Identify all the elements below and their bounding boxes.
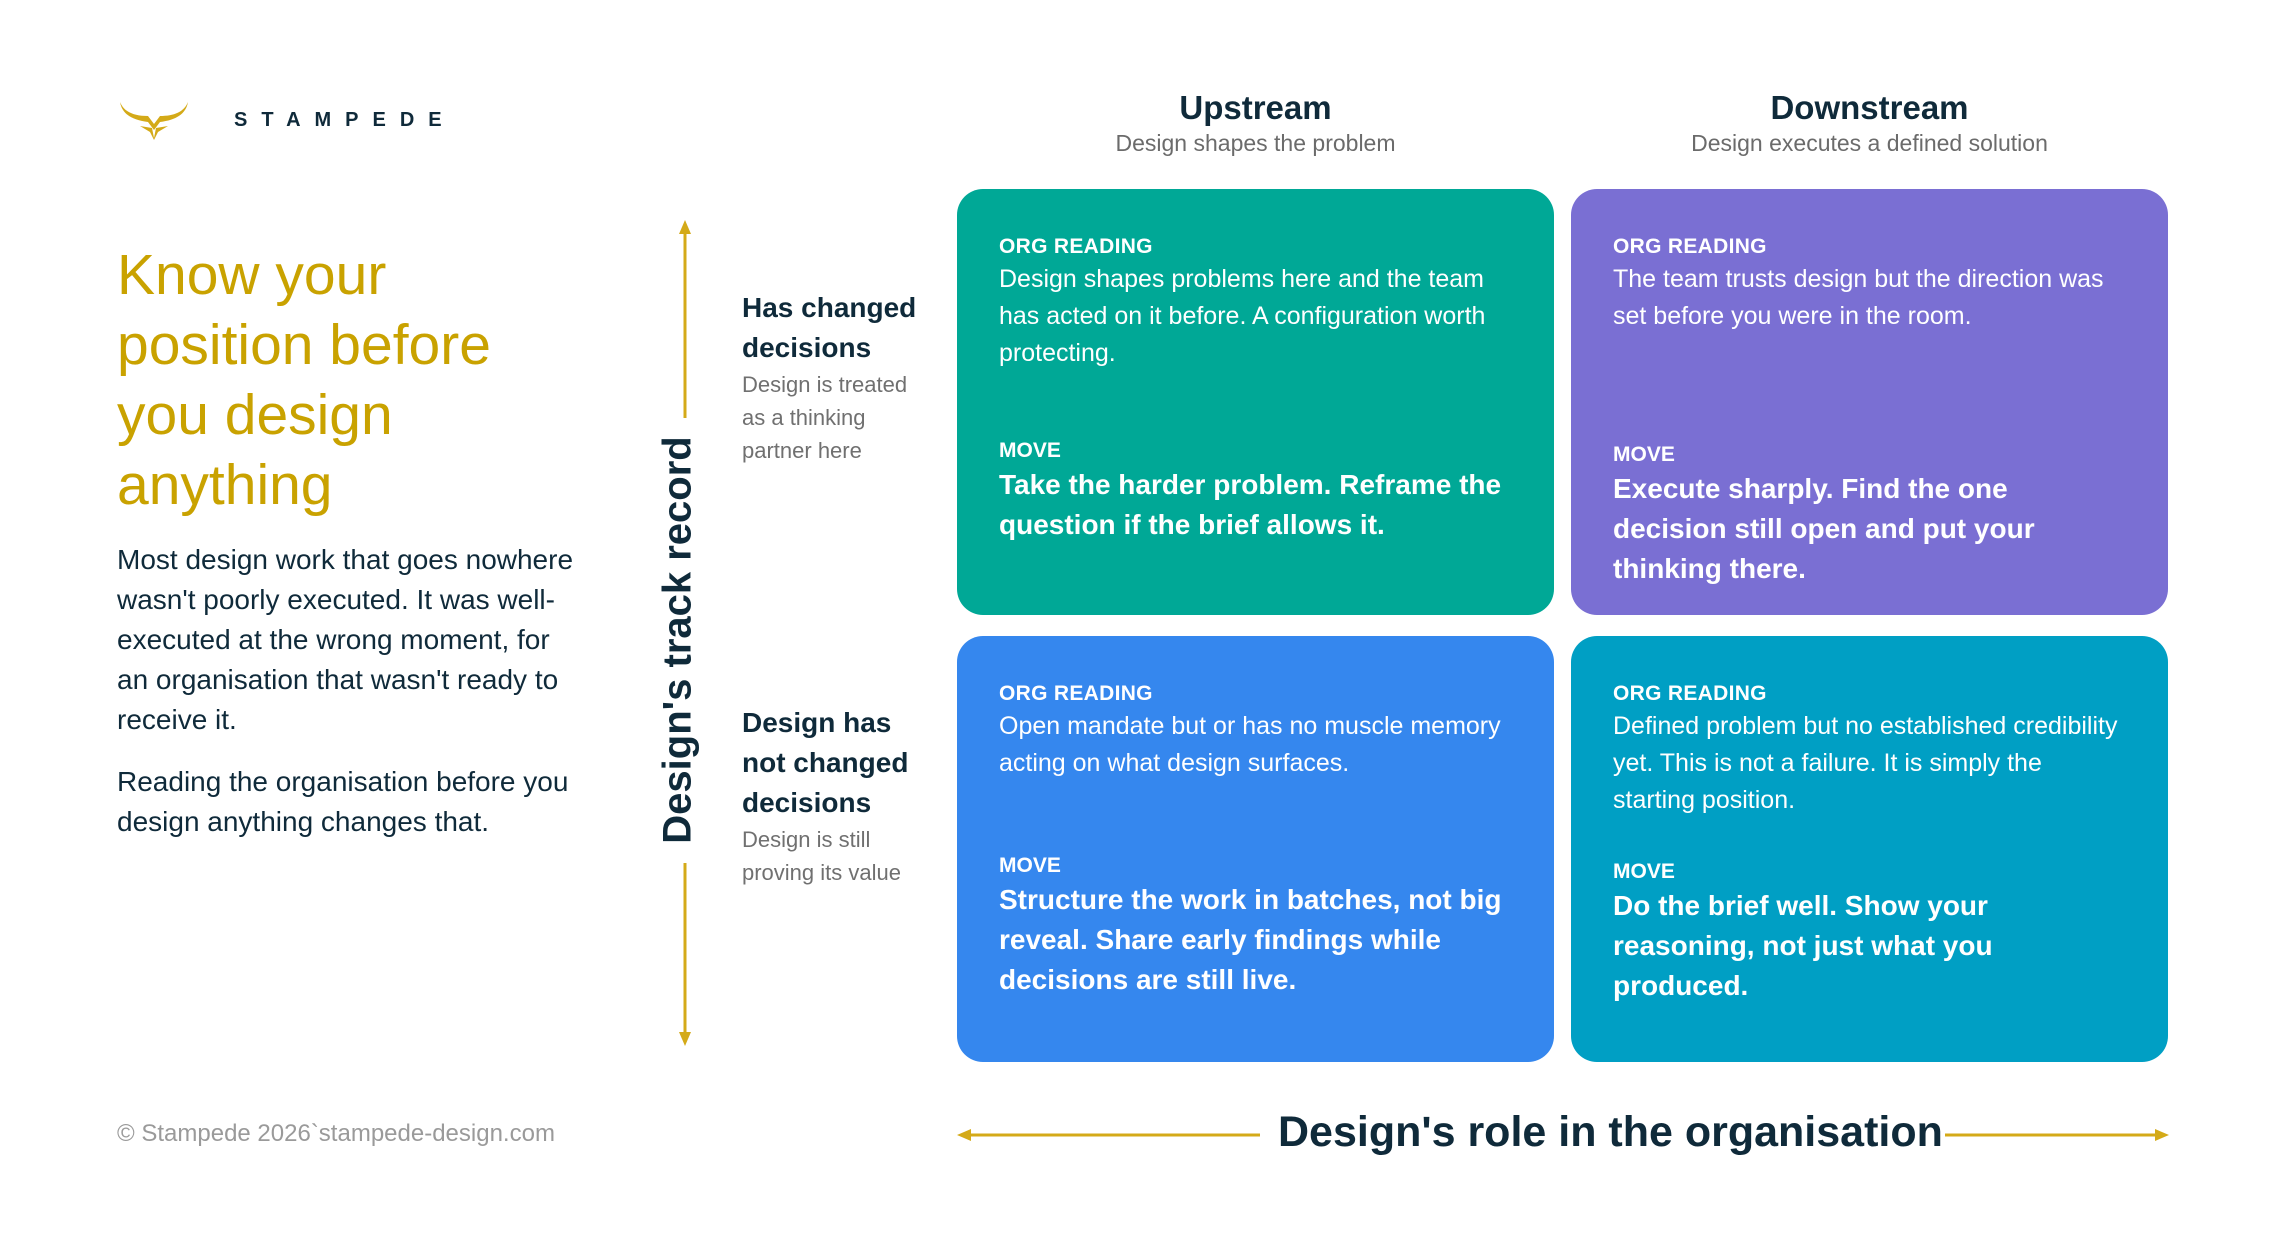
horizontal-axis	[957, 1129, 2169, 1141]
move-label: MOVE	[999, 439, 1061, 462]
org-reading-text: Open mandate but or has no muscle memory…	[999, 712, 1501, 777]
column-subtitle: Design shapes the problem	[1115, 130, 1396, 156]
column-header-upstream: Upstream Design shapes the problem	[957, 88, 1554, 158]
org-reading-label: ORG READING	[1613, 235, 1767, 258]
org-reading-text: The team trusts design but the direction…	[1613, 265, 2104, 330]
column-title: Upstream	[1179, 89, 1332, 126]
row-label-not-changed: Design has not changed decisions Design …	[742, 703, 932, 889]
arrow-up-icon	[679, 220, 691, 234]
move-label: MOVE	[999, 854, 1061, 877]
move-text: Do the brief well. Show your reasoning, …	[1613, 890, 1993, 1001]
column-title: Downstream	[1770, 89, 1969, 126]
row-label-changed: Has changed decisions Design is treated …	[742, 288, 932, 467]
move-label: MOVE	[1613, 860, 1675, 883]
row-title: Design has not changed decisions	[742, 707, 909, 818]
vertical-axis-label: Design's track record	[655, 436, 700, 844]
row-subtitle: Design is still proving its value	[742, 827, 901, 885]
arrow-down-icon	[679, 1032, 691, 1046]
horizontal-axis-label: Design's role in the organisation	[1278, 1108, 1943, 1156]
org-reading-text: Design shapes problems here and the team…	[999, 265, 1486, 367]
brand-logo: STAMPEDE	[118, 100, 456, 140]
row-title: Has changed decisions	[742, 292, 917, 363]
arrow-left-icon	[957, 1129, 971, 1141]
brand-name: STAMPEDE	[234, 108, 456, 131]
move-label: MOVE	[1613, 443, 1675, 466]
column-subtitle: Design executes a defined solution	[1691, 130, 2048, 156]
org-reading-label: ORG READING	[1613, 682, 1767, 705]
quadrant-card-downstream-not-changed: ORG READING Defined problem but no estab…	[1571, 636, 2168, 1062]
quadrant-card-upstream-not-changed: ORG READING Open mandate but or has no m…	[957, 636, 1554, 1062]
move-text: Structure the work in batches, not big r…	[999, 884, 1502, 995]
column-header-downstream: Downstream Design executes a defined sol…	[1571, 88, 2168, 158]
move-text: Take the harder problem. Reframe the que…	[999, 469, 1502, 540]
row-subtitle: Design is treated as a thinking partner …	[742, 372, 908, 463]
page-headline: Know your position before you design any…	[117, 243, 491, 517]
vertical-axis	[679, 220, 691, 1046]
move-text: Execute sharply. Find the one decision s…	[1613, 473, 2035, 584]
org-reading-label: ORG READING	[999, 682, 1153, 705]
org-reading-label: ORG READING	[999, 235, 1153, 258]
intro-paragraph: Reading the organisation before you desi…	[117, 766, 569, 837]
bull-horns-icon	[120, 102, 188, 140]
quadrant-card-upstream-changed: ORG READING Design shapes problems here …	[957, 189, 1554, 615]
intro-paragraph: Most design work that goes nowhere wasn'…	[117, 544, 574, 735]
quadrant-card-downstream-changed: ORG READING The team trusts design but t…	[1571, 189, 2168, 615]
arrow-right-icon	[2155, 1129, 2169, 1141]
org-reading-text: Defined problem but no established credi…	[1613, 712, 2118, 814]
intro-text: Most design work that goes nowhere wasn'…	[117, 540, 587, 864]
footer-copyright: © Stampede 2026`stampede-design.com	[117, 1120, 555, 1147]
